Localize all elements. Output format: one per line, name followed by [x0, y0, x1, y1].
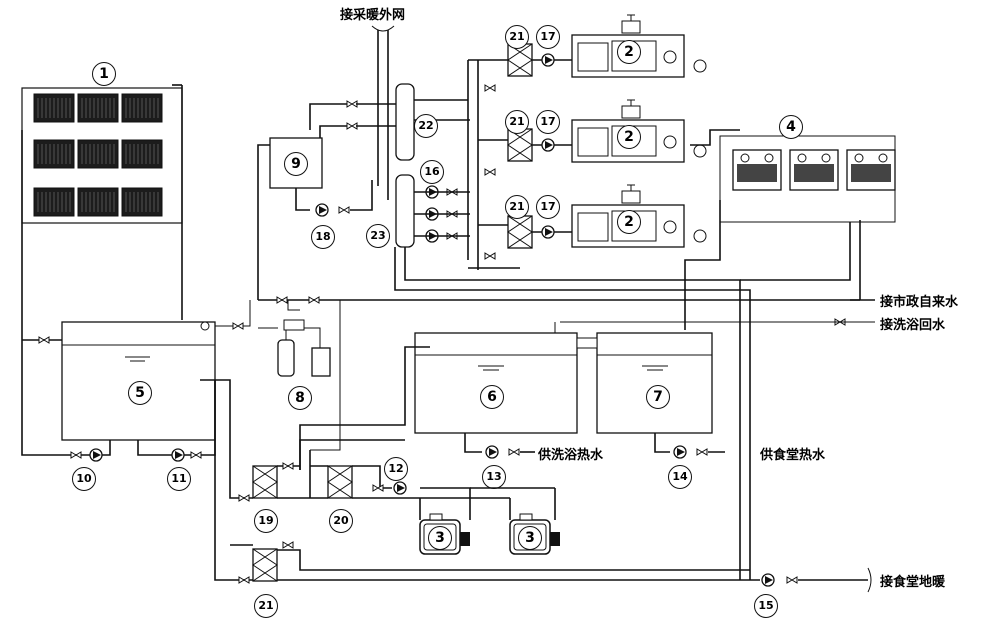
marker-22: 22	[414, 114, 438, 138]
marker-8: 8	[288, 386, 312, 410]
label-bath-return: 接洗浴回水	[880, 318, 946, 333]
marker-17a: 17	[536, 25, 560, 49]
label-city-water: 接市政自来水	[880, 295, 959, 310]
marker-6: 6	[480, 385, 504, 409]
marker-9: 9	[284, 152, 308, 176]
marker-18: 18	[311, 225, 335, 249]
marker-14: 14	[668, 465, 692, 489]
marker-13: 13	[482, 465, 506, 489]
bath-hot-water-tank-6	[414, 332, 578, 434]
marker-10: 10	[72, 467, 96, 491]
label-canteen-floor-heating: 接食堂地暖	[880, 575, 946, 590]
marker-2c: 2	[617, 210, 641, 234]
marker-21c: 21	[505, 195, 529, 219]
label-canteen-hot-water: 供食堂热水	[760, 448, 826, 463]
softening-unit-8	[258, 319, 331, 377]
marker-2a: 2	[617, 40, 641, 64]
marker-21b: 21	[505, 110, 529, 134]
marker-1: 1	[92, 62, 116, 86]
canteen-hot-water-tank-7	[596, 332, 713, 434]
marker-7: 7	[646, 385, 670, 409]
label-bath-hot-water: 供洗浴热水	[538, 448, 604, 463]
marker-12: 12	[384, 457, 408, 481]
label-heating-network: 接采暖外网	[340, 8, 406, 23]
marker-3b: 3	[518, 526, 542, 550]
marker-20: 20	[329, 509, 353, 533]
marker-21d: 21	[254, 594, 278, 618]
marker-11: 11	[167, 467, 191, 491]
marker-16: 16	[420, 160, 444, 184]
marker-2b: 2	[617, 125, 641, 149]
marker-23: 23	[366, 224, 390, 248]
marker-21a: 21	[505, 25, 529, 49]
marker-19: 19	[254, 509, 278, 533]
marker-4: 4	[779, 115, 803, 139]
marker-5: 5	[128, 381, 152, 405]
marker-3a: 3	[428, 526, 452, 550]
marker-17c: 17	[536, 195, 560, 219]
marker-17b: 17	[536, 110, 560, 134]
marker-15: 15	[754, 594, 778, 618]
